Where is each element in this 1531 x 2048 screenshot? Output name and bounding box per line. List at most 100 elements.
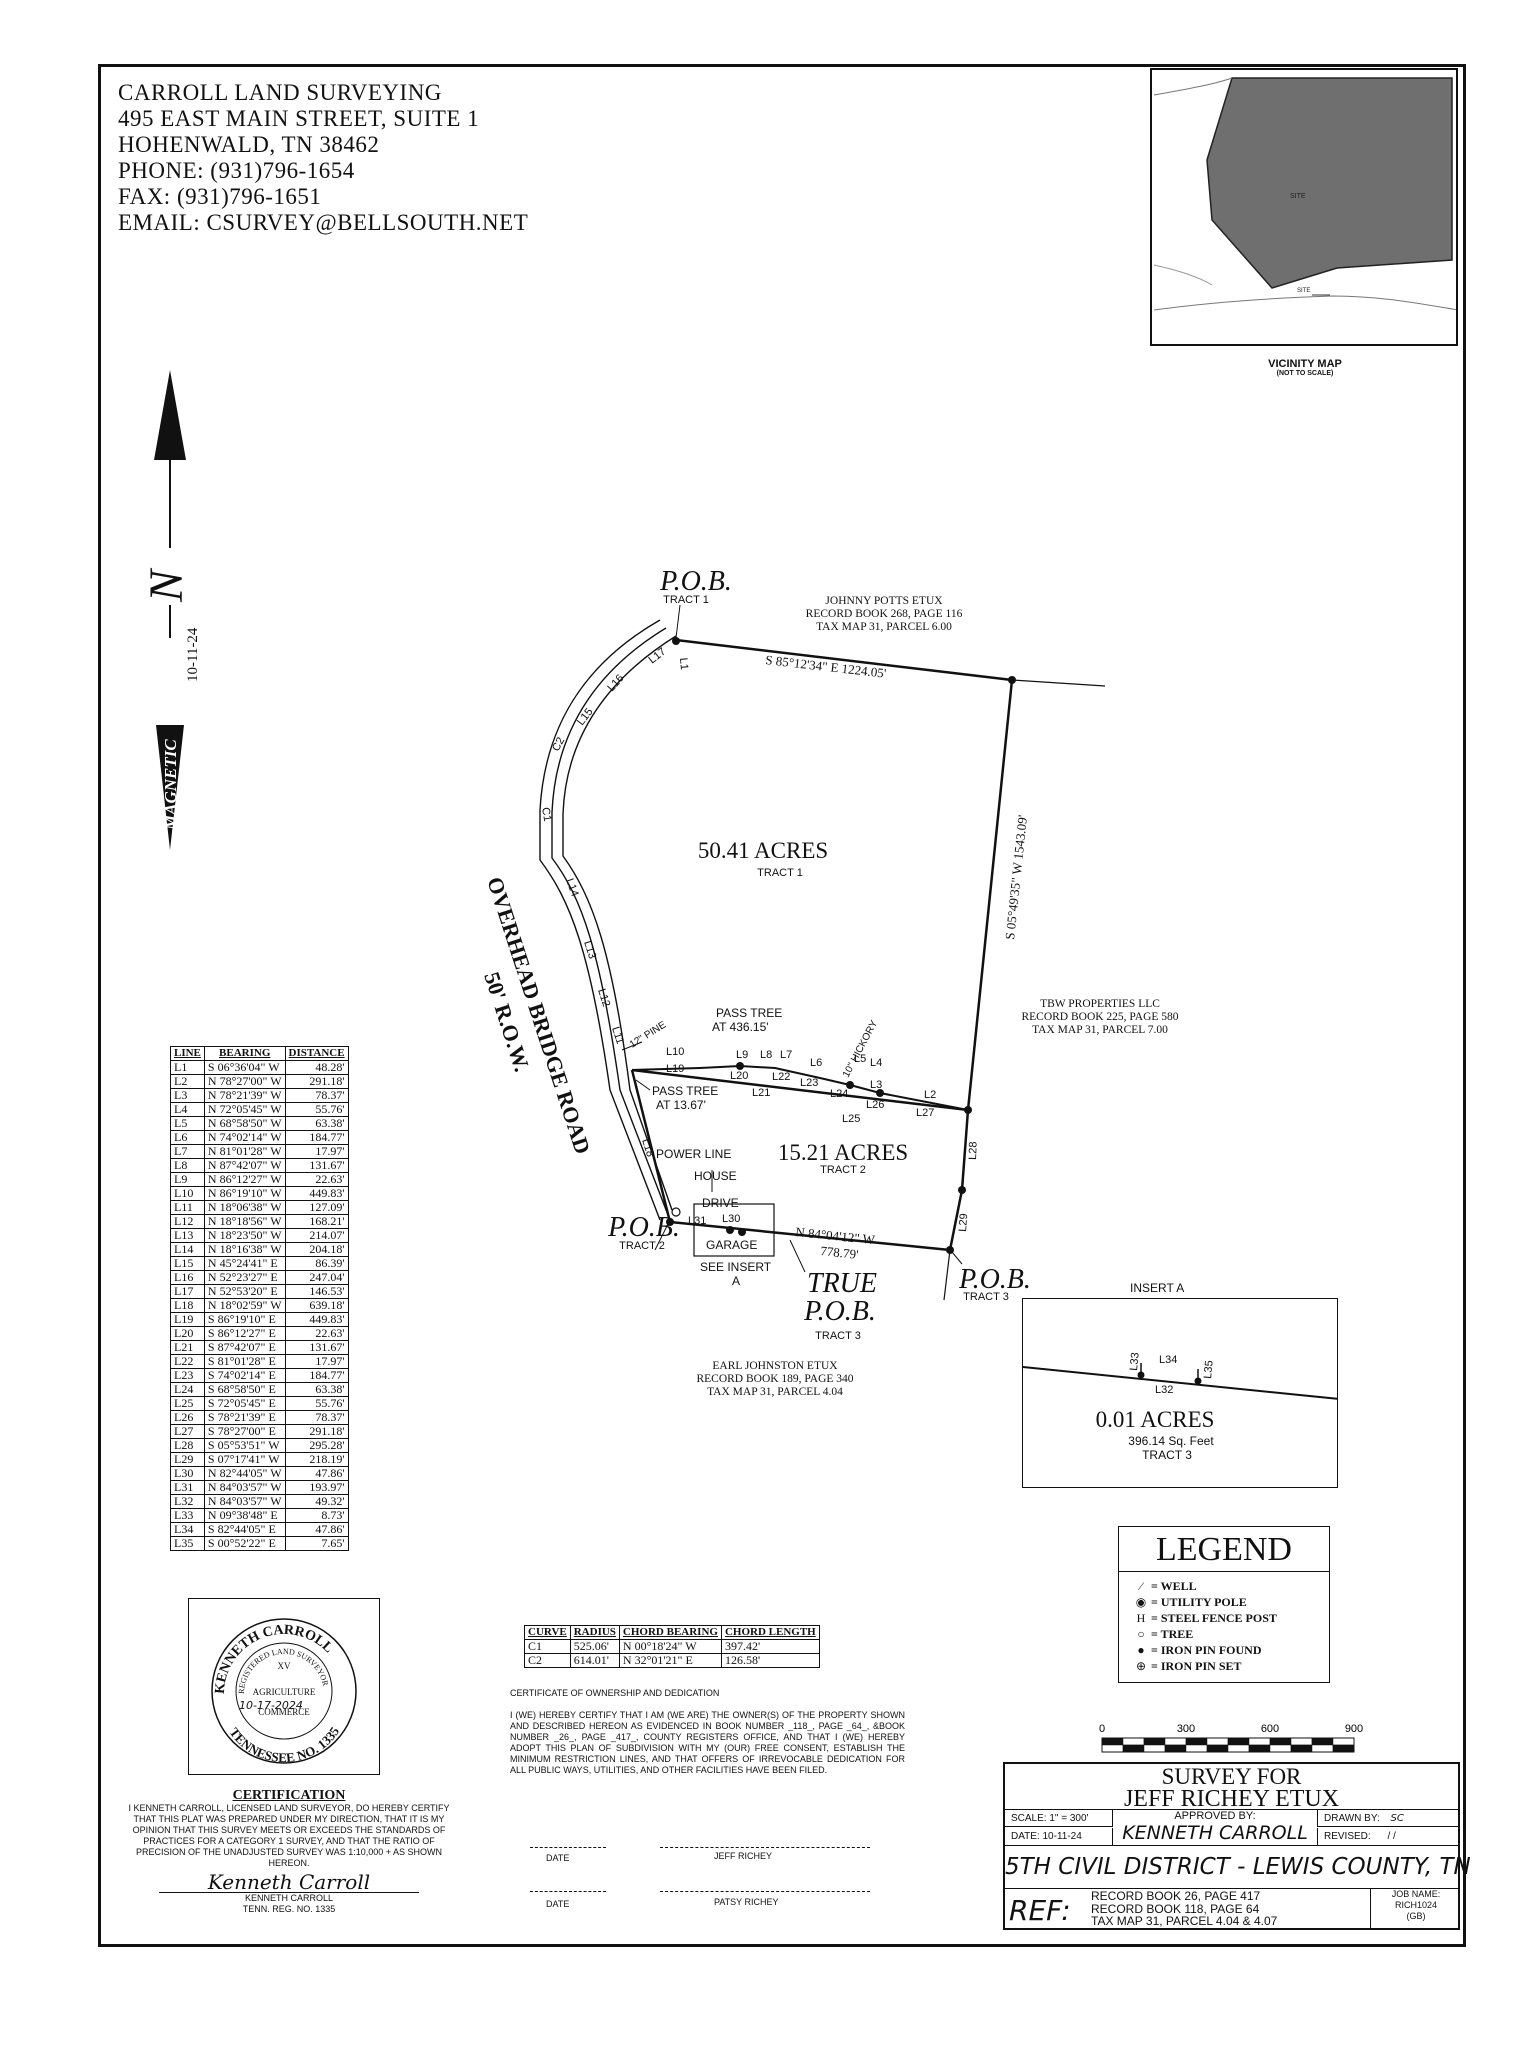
vicinity-map-drawing: SITE SITE	[1153, 77, 1456, 311]
line-id-cell: L35	[170, 1536, 205, 1551]
owner2-date-label: DATE	[546, 1899, 570, 1909]
tb-drawn-label: DRAWN BY:	[1324, 1813, 1380, 1824]
line-id-cell: L24	[170, 1382, 205, 1397]
certification-reg: TENN. REG. NO. 1335	[242, 1904, 336, 1914]
scale-block	[1269, 1737, 1292, 1746]
distance-cell: 63.38'	[284, 1116, 349, 1131]
seal-top-text: KENNETH CARROLL	[213, 1623, 336, 1695]
scale-bar: 0 300 600 900	[1098, 1720, 1368, 1769]
tb-revised: REVISED: / /	[1317, 1828, 1460, 1845]
scale-block	[1185, 1737, 1208, 1746]
bearing-cell: S 86°19'10" E	[203, 1312, 286, 1327]
curve-table-col-chord-length: CHORD LENGTH	[720, 1625, 820, 1640]
distance-cell: 218.19'	[284, 1452, 349, 1467]
line-id-cell: L20	[170, 1326, 205, 1341]
line-table-header: LINE BEARING DISTANCE	[170, 1046, 349, 1061]
legend-item: H= STEEL FENCE POST	[1131, 1610, 1317, 1626]
certification-body: I KENNETH CARROLL, LICENSED LAND SURVEYO…	[128, 1803, 450, 1868]
scale-block	[1206, 1737, 1229, 1746]
bearing-cell: S 81°01'28" E	[203, 1354, 286, 1369]
vicinity-map: SITE SITE	[1150, 68, 1458, 346]
legend-item: ●= IRON PIN FOUND	[1131, 1642, 1317, 1658]
tb-ref-line-2: RECORD BOOK 118, PAGE 64	[1091, 1901, 1260, 1916]
line-id-cell: L33	[170, 1508, 205, 1523]
distance-cell: 63.38'	[284, 1382, 349, 1397]
company-header: CARROLL LAND SURVEYING 495 EAST MAIN STR…	[118, 80, 528, 236]
scale-block	[1143, 1737, 1166, 1746]
svg-text:KENNETH CARROLL: KENNETH CARROLL	[213, 1623, 336, 1695]
tb-scale: SCALE: 1" = 300'	[1005, 1810, 1113, 1827]
scale-block	[1227, 1744, 1250, 1753]
insert-a-drawing: L33 L34 L32 L35 0.01 ACRES 396.14 Sq. Fe…	[1023, 1352, 1337, 1462]
distance-cell: 295.28'	[284, 1438, 349, 1453]
bearing-cell: N 78°27'00" W	[203, 1074, 286, 1089]
bearing-cell: S 72°05'45" E	[203, 1396, 286, 1411]
scale-block	[1164, 1744, 1187, 1753]
certification-title: CERTIFICATION	[232, 1788, 346, 1803]
well-icon: ⁄	[1139, 1579, 1142, 1593]
scale-block	[1332, 1744, 1355, 1753]
bearing-cell: N 74°02'14" W	[203, 1130, 286, 1145]
distance-cell: 7.65'	[284, 1536, 349, 1551]
line-id-cell: L13	[170, 1228, 205, 1243]
bearing-cell: N 45°24'41" E	[203, 1256, 286, 1271]
tb-job-value: RICH1024	[1394, 1900, 1438, 1910]
steel-fence-post-icon: H	[1136, 1611, 1146, 1625]
north-arrow-head-icon	[154, 370, 186, 460]
distance-cell: 639.18'	[284, 1298, 349, 1313]
company-fax: FAX: (931)796-1651	[118, 184, 322, 209]
line-id-cell: L17	[170, 1284, 205, 1299]
company-address: 495 EAST MAIN STREET, SUITE 1	[118, 106, 480, 131]
scale-tick-900: 900	[1345, 1723, 1363, 1735]
bearing-cell: N 52°53'20" E	[203, 1284, 286, 1299]
legend-text: = IRON PIN SET	[1151, 1659, 1242, 1673]
line-table-col-bearing: BEARING	[203, 1046, 286, 1061]
distance-cell: 146.53'	[284, 1284, 349, 1299]
seal-bottom-text: TENNESSEE NO. 1335	[227, 1724, 343, 1766]
distance-cell: 291.18'	[284, 1424, 349, 1439]
bearing-cell: N 84°03'57" W	[203, 1480, 286, 1495]
surveyor-seal: KENNETH CARROLL REGISTERED LAND SURVEYOR…	[188, 1598, 380, 1775]
company-name: CARROLL LAND SURVEYING	[118, 80, 442, 105]
bearing-cell: N 68°58'50" W	[203, 1116, 286, 1131]
distance-cell: 17.97'	[284, 1354, 349, 1369]
line-id-cell: L9	[170, 1172, 205, 1187]
scale-block	[1122, 1744, 1145, 1753]
tb-approved-label: APPROVED BY:	[1174, 1810, 1256, 1822]
line-id-cell: L15	[170, 1256, 205, 1271]
company-email: EMAIL: CSURVEY@BELLSOUTH.NET	[118, 210, 529, 235]
legend-item: ○= TREE	[1131, 1626, 1317, 1642]
ownership-title: CERTIFICATE OF OWNERSHIP AND DEDICATION	[510, 1688, 720, 1698]
scale-block	[1248, 1744, 1271, 1753]
tb-ref-line-1: RECORD BOOK 26, PAGE 417	[1091, 1889, 1261, 1903]
plat-sheet-border	[98, 64, 1466, 1947]
line-id-cell: L31	[170, 1480, 205, 1495]
svg-text:TENNESSEE NO. 1335: TENNESSEE NO. 1335	[227, 1724, 343, 1766]
tb-revised-label: REVISED:	[1324, 1831, 1371, 1842]
bearing-cell: S 07°17'41" W	[203, 1452, 286, 1467]
line-id-cell: L12	[170, 1214, 205, 1229]
scale-block	[1311, 1737, 1334, 1746]
bearing-cell: N 52°23'27" E	[203, 1270, 286, 1285]
distance-cell: 8.73'	[284, 1508, 349, 1523]
distance-cell: 22.63'	[284, 1172, 349, 1187]
insert-a-box: L33 L34 L32 L35 0.01 ACRES 396.14 Sq. Fe…	[1022, 1298, 1338, 1488]
insert-label-l34: L34	[1159, 1354, 1177, 1366]
distance-cell: 86.39'	[284, 1256, 349, 1271]
insert-label-l33: L33	[1128, 1352, 1142, 1371]
chord-length-cell: 397.42'	[720, 1639, 820, 1654]
